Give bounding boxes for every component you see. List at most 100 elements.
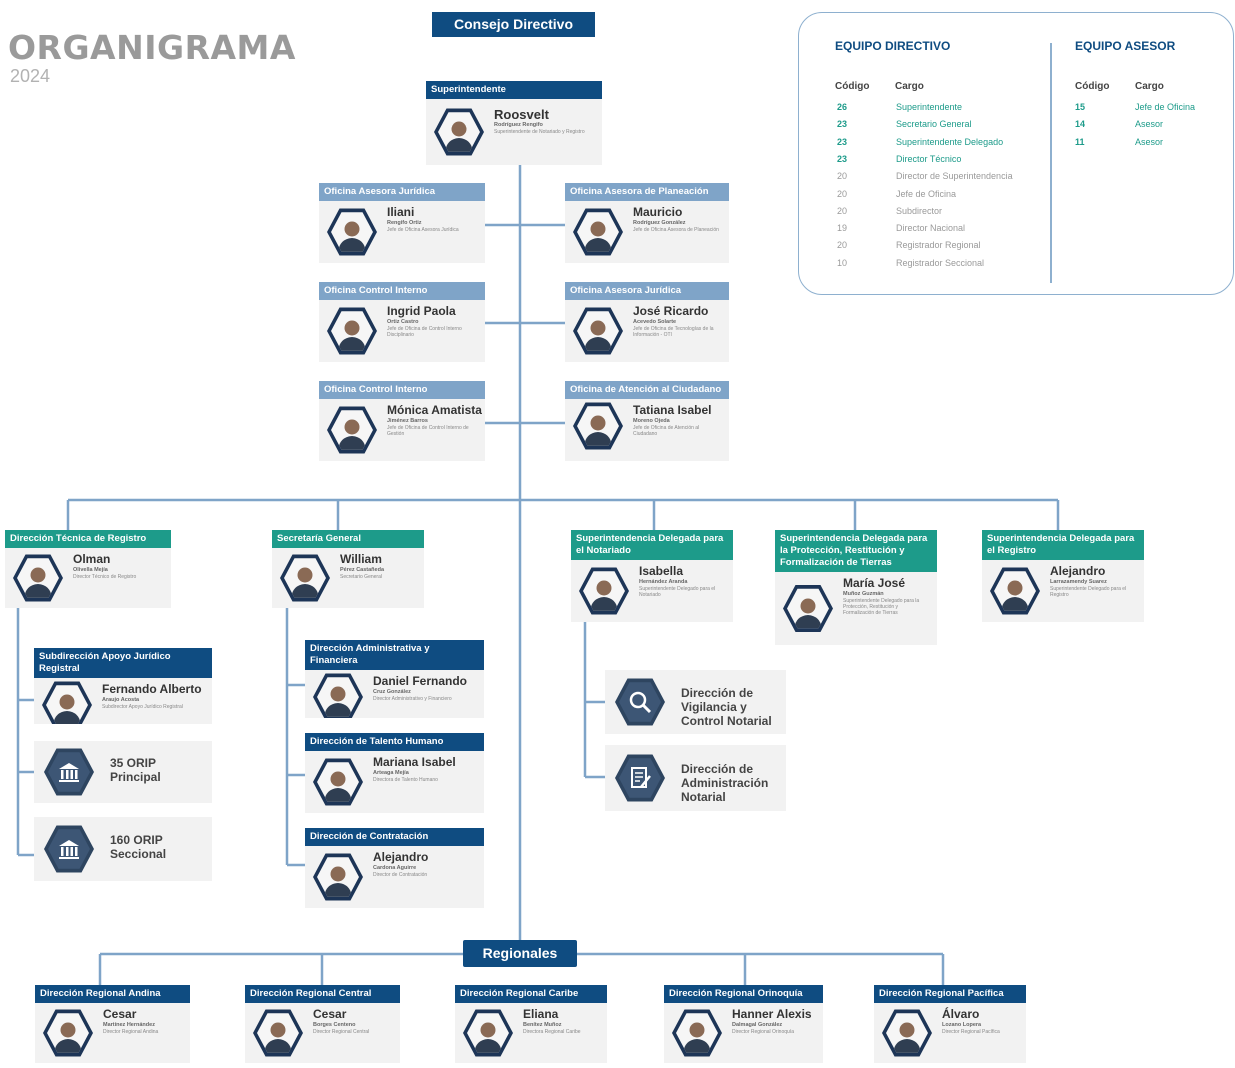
person-role: Subdirector Apoyo Jurídico Registral (102, 704, 183, 710)
card-header: Superintendente (426, 81, 602, 99)
card-header: Dirección Administrativa y Financiera (305, 640, 484, 670)
avatar-photo (17, 558, 59, 598)
person-surname: Muñoz Guzmán (843, 591, 884, 597)
avatar-photo (317, 677, 359, 717)
person-surname: Arteaga Mejía (373, 770, 409, 776)
search-icon-inner (619, 682, 661, 722)
person-role: Director Regional Orinoquía (732, 1029, 794, 1035)
bank-icon-inner (48, 829, 90, 869)
avatar-photo (994, 571, 1036, 611)
legend-cargo: Jefe de Oficina (896, 188, 957, 199)
person-surname: Lozano Lopera (942, 1022, 982, 1028)
legend-directivo-cargo-header: Cargo (895, 81, 924, 92)
person-name: Tatiana Isabel (633, 403, 712, 417)
document-icon-inner (619, 758, 661, 798)
bank-icon (44, 825, 94, 873)
person-name: José Ricardo (633, 304, 709, 318)
card-header: Dirección Regional Central (245, 985, 400, 1003)
person-role: Superintendente Delegado para la Protecc… (843, 598, 920, 616)
card-header: Dirección Regional Orinoquía (664, 985, 823, 1003)
legend-cargo: Registrador Regional (896, 240, 981, 251)
card-dir-vigilancia: Dirección de Vigilancia y Control Notari… (605, 670, 786, 734)
card-header: Subdirección Apoyo Jurídico Registral (34, 648, 212, 678)
consejo-directivo-label: Consejo Directivo (432, 12, 595, 37)
person-role: Superintendente de Notariado y Registro (494, 129, 585, 135)
person-surname: Hernández Aranda (639, 579, 688, 585)
avatar (327, 406, 377, 454)
legend-cargo: Asesor (1135, 136, 1164, 147)
card-header: Oficina Control Interno (319, 381, 485, 399)
legend-asesor-cargo-header: Cargo (1135, 81, 1164, 92)
card-header: Dirección de Contratación (305, 828, 484, 846)
avatar-photo (317, 762, 359, 802)
avatar-photo (46, 685, 88, 724)
person-surname: Dalmagal González (732, 1022, 783, 1028)
person-name: Mariana Isabel (373, 755, 456, 769)
page-title: ORGANIGRAMA (8, 28, 296, 67)
person-role: Secretario General (340, 574, 382, 580)
unit-label: 160 ORIP Seccional (110, 833, 167, 861)
legend-cargo: Superintendente (896, 102, 963, 112)
avatar (573, 208, 623, 256)
card-header: Oficina Control Interno (319, 282, 485, 300)
card-header: Oficina Asesora de Planeación (565, 183, 729, 201)
person-surname: Jiménez Barros (387, 418, 428, 424)
unit-label: 35 ORIP Principal (110, 756, 161, 784)
card-orip-principal: 35 ORIP Principal (34, 741, 212, 803)
card-dir-administracion-notarial: Dirección de Administración Notarial (605, 745, 786, 811)
card-delegada-registro: Superintendencia Delegada para el Regist… (982, 530, 1144, 622)
avatar (13, 554, 63, 602)
person-name: Fernando Alberto (102, 682, 202, 696)
avatar-photo (577, 406, 619, 446)
person-role: Superintendente Delegado para el Registr… (1050, 586, 1127, 598)
avatar (882, 1009, 932, 1057)
legend-cargo: Director de Superintendencia (896, 171, 1013, 182)
avatar (253, 1009, 303, 1057)
person-role: Director Regional Pacífica (942, 1029, 1000, 1035)
person-surname: Rodríguez González (633, 220, 686, 226)
legend-code: 23 (837, 119, 848, 130)
legend-code: 20 (837, 205, 848, 216)
avatar-photo (284, 558, 326, 598)
person-role: Jefe de Oficina de Control Interno Disci… (387, 326, 462, 338)
legend-cargo: Asesor (1135, 119, 1164, 130)
person-role: Jefe de Oficina de Tecnologías de la Inf… (633, 326, 714, 338)
avatar (313, 758, 363, 806)
avatar-photo (317, 857, 359, 897)
avatar-photo (676, 1013, 718, 1053)
avatar-photo (583, 571, 625, 611)
card-header: Superintendencia Delegada para el Regist… (982, 530, 1144, 560)
person-role: Director Regional Central (313, 1029, 370, 1035)
legend-code: 11 (1075, 136, 1085, 147)
avatar (313, 853, 363, 901)
card-header: Superintendencia Delegada para el Notari… (571, 530, 733, 560)
bank-icon-inner (48, 752, 90, 792)
avatar-photo (577, 311, 619, 351)
person-name: Mónica Amatista (387, 403, 482, 417)
person-name: Alejandro (1050, 564, 1106, 578)
legend-cargo: Director Técnico (896, 153, 962, 164)
person-role: Director Regional Andina (103, 1029, 159, 1035)
card-delegada-tierras: Superintendencia Delegada para la Protec… (775, 530, 937, 645)
avatar (42, 681, 92, 724)
person-surname: Rengifo Ortiz (387, 220, 422, 226)
legend-directivo-title: EQUIPO DIRECTIVO (835, 39, 951, 53)
person-name: Ingrid Paola (387, 304, 456, 318)
person-name: Iliani (387, 205, 415, 219)
